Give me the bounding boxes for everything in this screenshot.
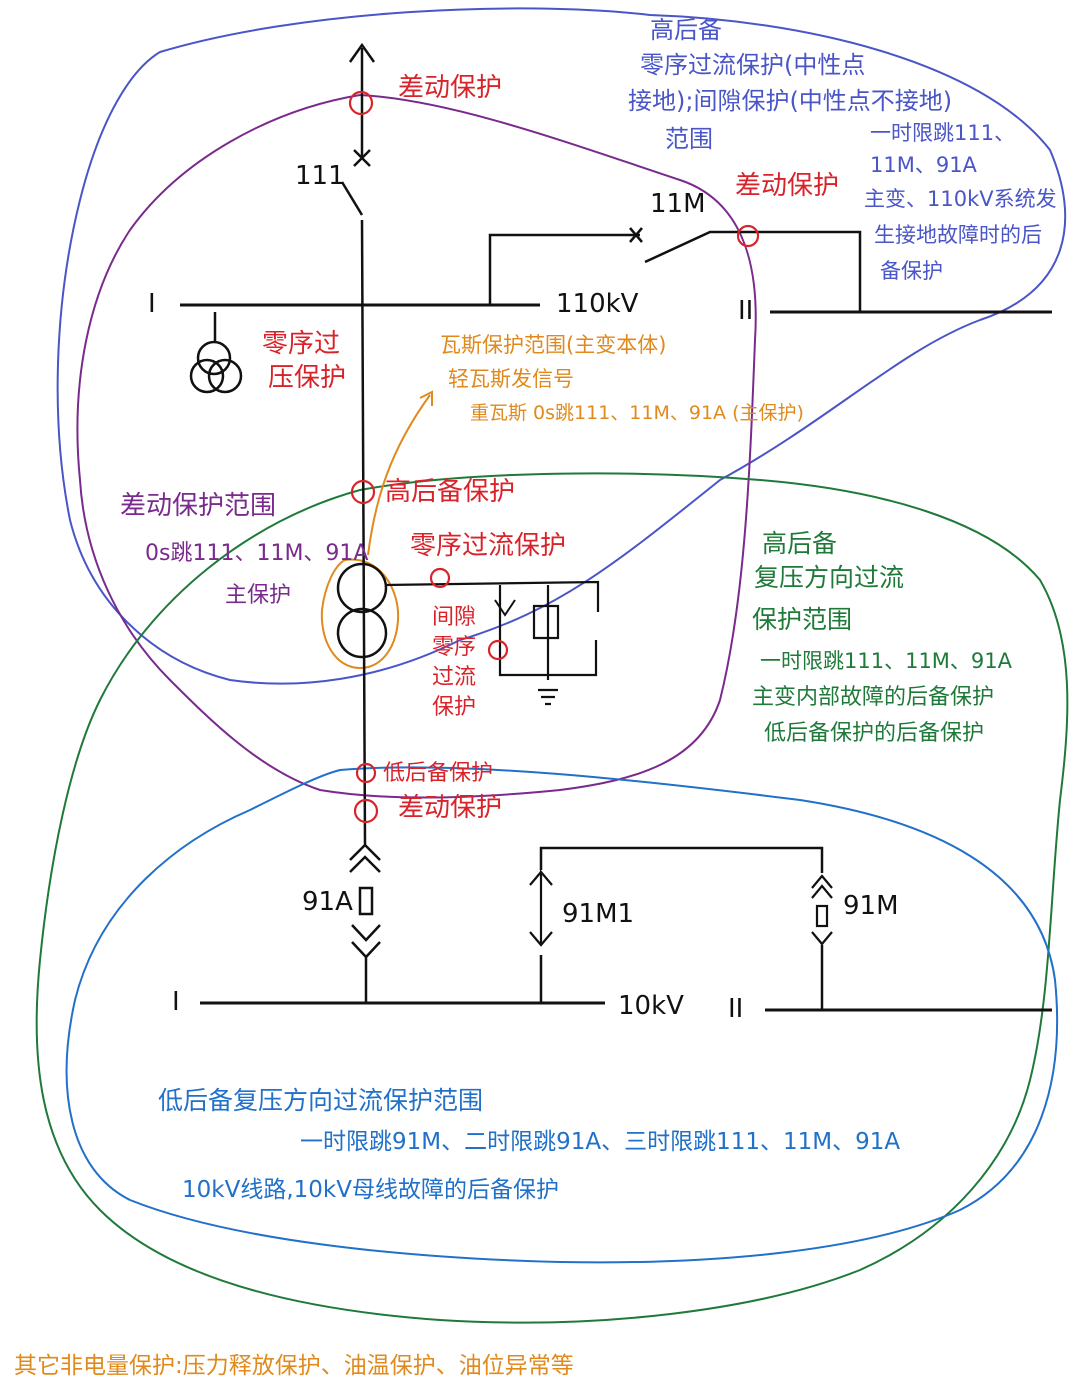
label-110kV: 110kV bbox=[556, 289, 639, 319]
orange-zone-outline bbox=[320, 558, 400, 670]
blue-detail-1: 一时限跳111、 bbox=[870, 121, 1016, 145]
lightblue-zone-outline bbox=[65, 766, 1059, 1264]
lightblue-line-1: 低后备复压方向过流保护范围 bbox=[158, 1086, 484, 1115]
blue-detail-5: 备保护 bbox=[880, 259, 943, 283]
label-bus110-I: I bbox=[148, 289, 156, 319]
ct-zero-seq bbox=[429, 567, 451, 589]
label-gap-1: 间隙 bbox=[432, 605, 477, 630]
label-91A: 91A bbox=[302, 887, 353, 917]
label-zero-seq-ov-2: 压保护 bbox=[268, 363, 347, 393]
blue-zone-outline bbox=[56, 7, 1067, 685]
lightblue-line-3: 10kV线路,10kV母线故障的后备保护 bbox=[182, 1177, 559, 1203]
pt-circle-a bbox=[196, 340, 232, 376]
label-111: 111 bbox=[295, 161, 345, 191]
ct-high-backup bbox=[350, 479, 376, 505]
label-zero-seq-oc: 零序过流保护 bbox=[410, 531, 567, 561]
blue-line-2: 零序过流保护(中性点 bbox=[640, 51, 866, 79]
green-line-2: 复压方向过流 bbox=[754, 563, 905, 592]
label-91M1: 91M1 bbox=[562, 899, 635, 929]
label-11M: 11M bbox=[650, 189, 706, 219]
label-zero-seq-ov-1: 零序过 bbox=[262, 329, 341, 359]
breaker-91M1 bbox=[529, 868, 553, 947]
green-line-3: 保护范围 bbox=[752, 605, 853, 634]
breaker-111-x bbox=[353, 149, 371, 167]
breaker-91M-body bbox=[815, 904, 829, 928]
label-diff-top: 差动保护 bbox=[398, 73, 503, 103]
green-line-1: 高后备 bbox=[762, 529, 838, 558]
feeder-mid-line bbox=[360, 219, 367, 846]
green-line-5: 主变内部故障的后备保护 bbox=[752, 685, 995, 710]
label-bus10-II: II bbox=[728, 994, 744, 1024]
label-gap-2: 零序 bbox=[432, 635, 477, 660]
green-line-6: 低后备保护的后备保护 bbox=[764, 721, 985, 746]
breaker-11M-x bbox=[629, 227, 643, 243]
ct-diff-top bbox=[348, 90, 374, 116]
label-diff-low: 差动保护 bbox=[398, 793, 503, 823]
neutral-arrow bbox=[494, 599, 516, 617]
green-line-4: 一时限跳111、11M、91A bbox=[760, 649, 1013, 673]
transformer-hv-winding bbox=[336, 562, 388, 614]
blue-detail-2: 11M、91A bbox=[870, 153, 977, 177]
orange-arrow-head bbox=[419, 390, 433, 406]
breaker-91A-body bbox=[358, 886, 374, 916]
feeder-top-arrow bbox=[348, 42, 376, 63]
blue-detail-4: 生接地故障时的后 bbox=[874, 223, 1042, 247]
label-high-backup: 高后备保护 bbox=[385, 477, 516, 507]
breaker-91A-lower bbox=[351, 924, 381, 959]
ct-gap bbox=[487, 639, 509, 661]
label-91M: 91M bbox=[843, 891, 899, 921]
disconnector-111 bbox=[340, 181, 364, 216]
orange-line-2: 轻瓦斯发信号 bbox=[448, 367, 574, 391]
label-low-backup: 低后备保护 bbox=[383, 761, 494, 786]
footer-note: 其它非电量保护:压力释放保护、油温保护、油位异常等 bbox=[14, 1353, 574, 1379]
transformer-lv-winding bbox=[336, 607, 388, 659]
label-gap-3: 过流 bbox=[432, 665, 477, 690]
ct-low-backup bbox=[355, 762, 377, 784]
purple-line-1: 差动保护范围 bbox=[120, 491, 277, 521]
ct-diff-low bbox=[353, 798, 379, 824]
ct-diff-bustie bbox=[736, 224, 760, 248]
pt-circle-c bbox=[207, 358, 243, 394]
pt-circle-b bbox=[189, 358, 225, 394]
bus-tie-10 bbox=[539, 846, 824, 1010]
breaker-91M-lower bbox=[811, 931, 833, 946]
blue-line-1: 高后备 bbox=[650, 16, 722, 44]
orange-arrow-line bbox=[367, 394, 431, 556]
bus-tie-11M bbox=[488, 230, 862, 312]
purple-line-3: 主保护 bbox=[225, 583, 292, 608]
blue-detail-3: 主变、110kV系统发 bbox=[864, 187, 1057, 211]
lightblue-line-2: 一时限跳91M、二时限跳91A、三时限跳111、11M、91A bbox=[300, 1129, 901, 1155]
breaker-91M-upper bbox=[811, 874, 833, 899]
label-diff-bustie: 差动保护 bbox=[735, 171, 840, 201]
breaker-91A-upper bbox=[349, 843, 381, 873]
label-bus110-II: II bbox=[738, 296, 754, 326]
blue-line-3: 接地);间隙保护(中性点不接地) bbox=[628, 87, 953, 115]
green-zone-outline bbox=[35, 472, 1069, 1324]
label-gap-4: 保护 bbox=[432, 695, 477, 720]
purple-line-2: 0s跳111、11M、91A bbox=[145, 541, 369, 566]
label-bus10-I: I bbox=[172, 987, 180, 1017]
neutral-grounding bbox=[384, 580, 600, 706]
orange-line-1: 瓦斯保护范围(主变本体) bbox=[440, 333, 667, 357]
label-10kV: 10kV bbox=[618, 991, 684, 1021]
blue-line-4: 范围 bbox=[665, 125, 713, 153]
purple-zone-outline bbox=[76, 93, 757, 799]
orange-line-3: 重瓦斯 0s跳111、11M、91A (主保护) bbox=[470, 402, 804, 424]
